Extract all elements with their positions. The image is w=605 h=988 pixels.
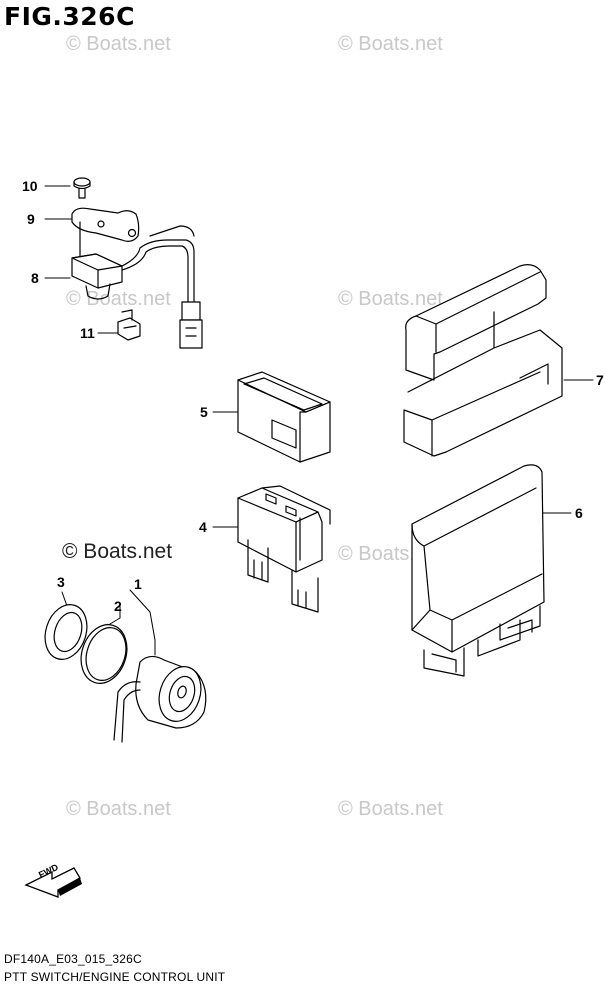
- screw-part-10: [74, 178, 90, 198]
- ptt-switch-part-1: [114, 656, 208, 742]
- o-ring-part-2: [74, 619, 134, 690]
- callout-4: 4: [199, 519, 207, 535]
- relay-part-4: [238, 486, 330, 612]
- callout-7: 7: [596, 372, 604, 388]
- cushion-part-7: [404, 265, 562, 456]
- callout-3: 3: [57, 574, 65, 590]
- figure-code: DF140A_E03_015_326C: [4, 952, 142, 966]
- snap-ring-part-3: [38, 599, 93, 665]
- watermark: © Boats.net: [338, 798, 443, 820]
- callout-9: 9: [27, 211, 35, 227]
- watermark: © Boats.net: [66, 798, 171, 820]
- clip-part-11: [118, 310, 140, 340]
- callout-6: 6: [575, 505, 583, 521]
- watermark: © Boats.net: [62, 540, 173, 563]
- callout-2: 2: [114, 598, 122, 614]
- bracket-part-9: [72, 208, 139, 258]
- watermark: © Boats.net: [66, 288, 171, 310]
- figure-caption: PTT SWITCH/ENGINE CONTROL UNIT: [4, 970, 226, 984]
- callout-11: 11: [80, 325, 95, 341]
- figure-title: FIG.326C: [4, 2, 135, 31]
- cover-part-5: [238, 372, 330, 462]
- fwd-arrow-icon: [26, 868, 82, 897]
- switch-part-8: [72, 226, 202, 348]
- watermark: © Boats.net: [338, 288, 443, 310]
- watermark: © Boats.net: [338, 33, 443, 55]
- watermark: © Boats.net: [66, 33, 171, 55]
- ecu-part-6: [412, 465, 544, 676]
- callout-1: 1: [134, 576, 142, 592]
- callout-10: 10: [22, 178, 38, 194]
- callout-5: 5: [200, 404, 208, 420]
- callout-8: 8: [31, 270, 39, 286]
